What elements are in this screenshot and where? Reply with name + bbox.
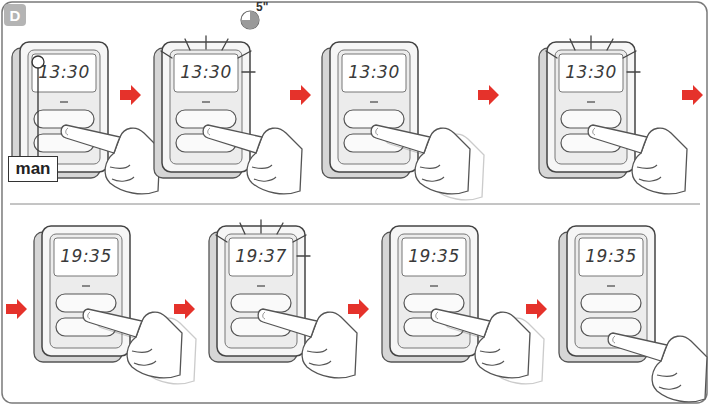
- pressing-hand: [608, 333, 707, 402]
- pressing-hand: [258, 309, 357, 378]
- step-arrow: [348, 299, 369, 319]
- display-time: 19:37: [229, 246, 293, 266]
- step-arrow: [6, 299, 27, 319]
- node-text: D: [10, 7, 21, 24]
- panel-letter: D: [4, 4, 26, 26]
- step-arrow: [682, 85, 703, 105]
- pressing-hand: [371, 125, 470, 194]
- display-time: 19:35: [579, 246, 643, 266]
- timer-device: [322, 42, 418, 178]
- row-divider: [10, 204, 700, 205]
- duration-label: 5": [256, 0, 280, 14]
- step-arrow: [478, 85, 499, 105]
- pressing-hand: [61, 125, 160, 194]
- timer-device: [209, 226, 305, 362]
- display-time: 19:35: [54, 246, 118, 266]
- node-text: man: [16, 159, 51, 179]
- display-time: 19:35: [402, 246, 466, 266]
- mode-label-box: man: [8, 156, 58, 182]
- timer-device: [539, 42, 635, 178]
- pressing-hand: [431, 309, 530, 378]
- step-arrow: [526, 299, 547, 319]
- display-time: 13:30: [32, 62, 96, 82]
- pressing-hand: [588, 125, 687, 194]
- step-arrow: [290, 85, 311, 105]
- timer-device: [154, 42, 250, 178]
- timer-device: [382, 226, 478, 362]
- display-time: 13:30: [342, 62, 406, 82]
- display-time: 13:30: [559, 62, 623, 82]
- pressing-hand: [83, 309, 182, 378]
- timer-device: [34, 226, 130, 362]
- pressing-hand: [203, 125, 302, 194]
- step-arrow: [120, 85, 141, 105]
- display-time: 13:30: [174, 62, 238, 82]
- step-arrow: [174, 299, 195, 319]
